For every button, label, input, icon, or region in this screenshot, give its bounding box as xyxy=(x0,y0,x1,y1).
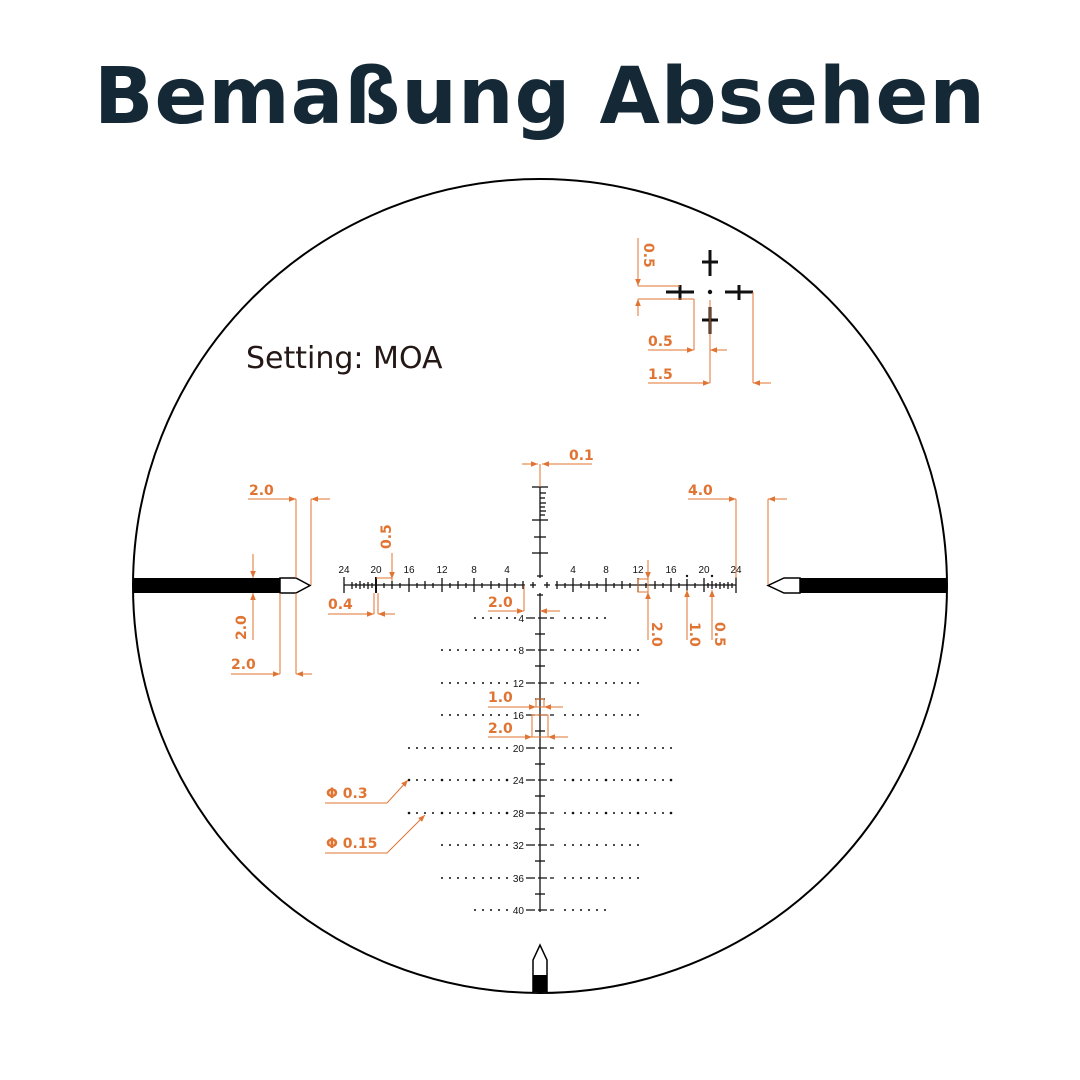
dot-row-8 xyxy=(441,649,639,651)
vertical-scale xyxy=(526,486,554,912)
svg-text:28: 28 xyxy=(513,809,525,820)
svg-text:32: 32 xyxy=(513,841,525,852)
dim-v-box-small: 1.0 xyxy=(488,690,513,706)
page-title: Bemaßung Absehen xyxy=(94,52,986,142)
inset-hlength-label: 1.5 xyxy=(648,367,673,383)
left-post xyxy=(133,577,312,594)
center-detail-inset: 0.5 0.5 1.5 xyxy=(635,238,771,386)
svg-text:16: 16 xyxy=(403,565,415,576)
svg-text:16: 16 xyxy=(513,711,525,722)
inset-hgap-label: 0.5 xyxy=(648,334,673,350)
svg-text:12: 12 xyxy=(513,679,525,690)
svg-text:12: 12 xyxy=(436,565,448,576)
svg-text:36: 36 xyxy=(513,874,525,885)
vertical-scale-labels: 4 8 12 16 20 24 28 32 36 40 xyxy=(513,614,525,917)
dim-post-thickness: 2.0 xyxy=(234,615,250,640)
dim-right-gap: 4.0 xyxy=(688,483,713,499)
dimension-lines xyxy=(231,461,787,854)
dot-row-20 xyxy=(408,747,672,749)
setting-label: Setting: MOA xyxy=(246,341,443,376)
svg-text:4: 4 xyxy=(518,614,524,625)
inset-vgap-label: 0.5 xyxy=(640,243,656,268)
svg-text:4: 4 xyxy=(504,565,510,576)
dim-center-gap: 2.0 xyxy=(488,595,513,611)
dim-tick-width: 0.4 xyxy=(328,597,353,613)
dot-row-36 xyxy=(441,877,639,879)
svg-text:12: 12 xyxy=(632,565,644,576)
svg-text:24: 24 xyxy=(513,776,525,787)
dim-dot-small: Φ 0.15 xyxy=(326,836,377,852)
svg-text:8: 8 xyxy=(471,565,477,576)
svg-text:8: 8 xyxy=(603,565,609,576)
dot-row-12 xyxy=(441,682,639,684)
horizontal-scale-labels-left: 24 20 16 12 8 4 xyxy=(338,565,510,576)
dim-tick-offset: 0.5 xyxy=(379,524,395,549)
dim-v-box-large: 2.0 xyxy=(488,721,513,737)
svg-text:16: 16 xyxy=(665,565,677,576)
holdover-dots xyxy=(407,617,673,911)
dot-row-32 xyxy=(441,844,639,846)
right-post xyxy=(766,577,947,594)
bottom-post xyxy=(532,943,548,993)
svg-text:8: 8 xyxy=(518,646,524,657)
dim-dot-large: Φ 0.3 xyxy=(326,786,368,802)
horizontal-scale-labels-right: 4 8 12 16 20 24 xyxy=(570,565,742,576)
dot-row-16 xyxy=(441,714,639,716)
svg-text:40: 40 xyxy=(513,906,525,917)
dimension-labels: 0.1 2.0 2.0 2.0 4.0 0.5 0.4 2.0 2.0 1.0 … xyxy=(231,448,727,852)
svg-text:20: 20 xyxy=(698,565,710,576)
svg-text:4: 4 xyxy=(570,565,576,576)
svg-text:20: 20 xyxy=(513,744,525,755)
dot-row-4 xyxy=(474,617,606,619)
dim-post-tip: 2.0 xyxy=(249,483,274,499)
dim-post-base: 2.0 xyxy=(231,657,256,673)
dim-line-width: 0.1 xyxy=(569,448,594,464)
dim-tick-1: 1.0 xyxy=(686,622,702,647)
dim-right-box: 2.0 xyxy=(648,622,664,647)
dim-tick-05: 0.5 xyxy=(711,622,727,647)
dot-row-24 xyxy=(407,778,673,782)
dot-row-40 xyxy=(474,909,606,911)
dot-row-28 xyxy=(407,811,673,815)
svg-text:24: 24 xyxy=(338,565,350,576)
svg-text:20: 20 xyxy=(370,565,382,576)
horizontal-scale xyxy=(343,577,737,593)
